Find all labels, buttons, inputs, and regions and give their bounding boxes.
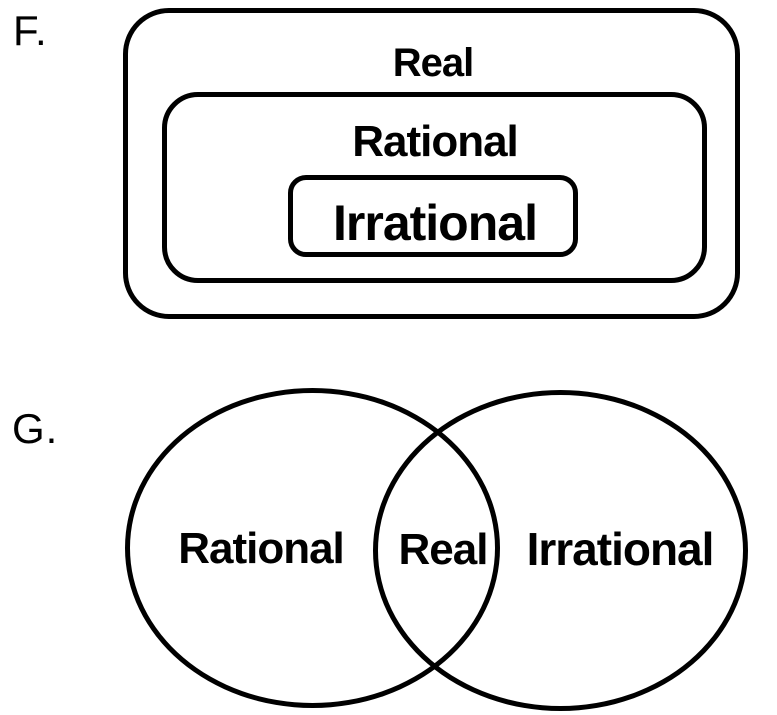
figure-g-real-label: Real: [398, 525, 489, 574]
figure-f-middle-box-rational: [162, 92, 707, 283]
figure-f-label: F.: [13, 7, 48, 54]
figure-f-real-label: Real: [392, 41, 474, 85]
figure-f-irrational-label: Irrational: [333, 195, 538, 251]
figure-f-inner-box-irrational: [288, 175, 578, 257]
figure-f-outer-box-real: [123, 8, 740, 319]
figure-g-right-circle-irrational: [373, 390, 748, 711]
figure-g-rational-label: Rational: [178, 524, 345, 573]
figure-f-rational-label: Rational: [352, 117, 519, 166]
figure-g-label: G.: [12, 405, 59, 452]
figure-g-irrational-label: Irrational: [526, 523, 715, 575]
